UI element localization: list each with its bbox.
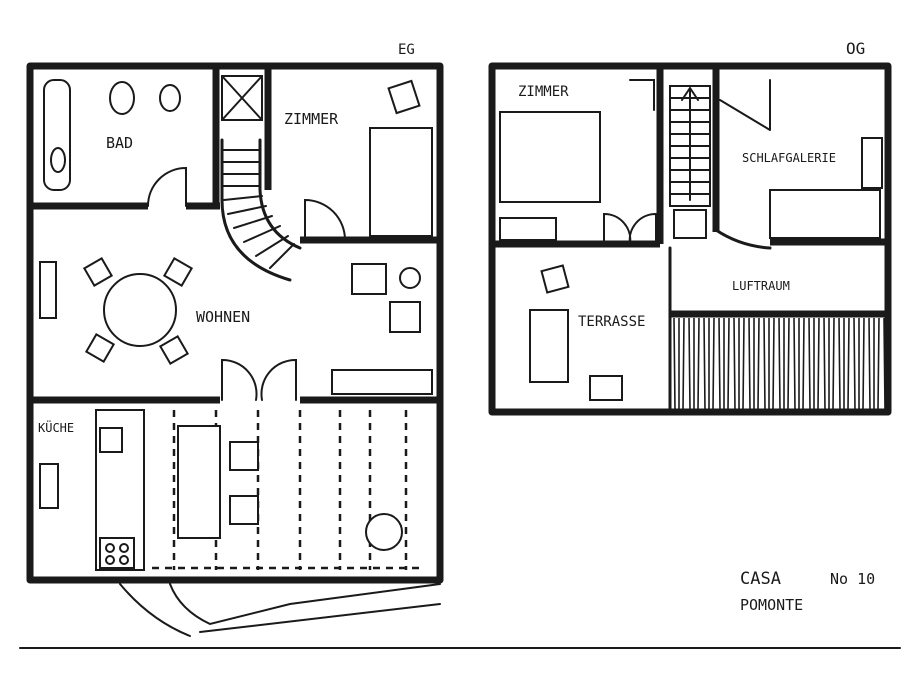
armchair-icon	[351, 263, 387, 295]
caption-number: No 10	[830, 570, 875, 588]
og-cabinet-icon	[861, 137, 883, 189]
fireplace-icon	[331, 369, 433, 395]
sideboard-icon	[39, 261, 57, 319]
hatch-line	[748, 317, 751, 411]
room-label-luftraum: LUFTRAUM	[732, 279, 790, 293]
eg-chair-icon	[387, 79, 421, 115]
room-label-wohnen: WOHNEN	[196, 308, 250, 326]
hatch-line	[703, 317, 706, 411]
hatch-line	[733, 317, 736, 411]
dining-chair-icon	[82, 256, 114, 288]
bidet-icon	[50, 147, 66, 173]
hatch-line	[862, 317, 865, 411]
dining-chair-icon	[158, 334, 190, 366]
hatch-line	[712, 317, 715, 411]
armchair-icon	[389, 301, 421, 333]
og-outer-wall	[488, 62, 892, 416]
dining-chair-icon	[162, 256, 194, 288]
og-galerie-edge	[719, 79, 771, 131]
dining-chair-icon	[84, 332, 116, 364]
room-label-bad: BAD	[106, 134, 133, 152]
luftraum-hatch	[673, 317, 886, 411]
hatch-line	[688, 317, 691, 411]
hatch-line	[757, 317, 760, 411]
outdoor-chair-icon	[229, 495, 259, 525]
terrace-table-icon	[589, 375, 623, 401]
hatch-line	[883, 317, 886, 411]
terrace-chair-icon	[540, 264, 570, 294]
hatch-line	[877, 317, 880, 411]
og-closet-swing	[629, 79, 655, 111]
terrace-door-swing	[221, 358, 297, 401]
hatch-line	[868, 317, 871, 411]
garden-path	[119, 583, 441, 637]
hatch-line	[838, 317, 841, 411]
eg-outer-wall	[26, 62, 444, 584]
caption-name: CASA	[740, 569, 781, 589]
og-galerie-curve	[714, 228, 772, 250]
og-door-swing	[603, 212, 657, 245]
og-bed-icon	[769, 189, 881, 239]
ground-floor-plan	[26, 62, 444, 637]
hatch-line	[817, 317, 820, 411]
bath-tub-shape	[43, 79, 71, 191]
og-straight-stair-icon	[669, 85, 711, 239]
zimmer-door-swing	[304, 198, 346, 241]
hatch-line	[853, 317, 856, 411]
kitchen-sink-icon	[99, 427, 123, 453]
floor-label-og: OG	[846, 39, 865, 58]
bath-door-swing	[147, 166, 187, 207]
terrace-lounger-icon	[529, 309, 569, 383]
sink-icon	[159, 84, 181, 112]
outdoor-round-table-icon	[365, 513, 403, 551]
outdoor-table-icon	[177, 425, 221, 539]
hatch-line	[697, 317, 700, 411]
hatch-line	[808, 317, 811, 411]
upper-floor-plan	[488, 62, 892, 416]
hatch-line	[772, 317, 775, 411]
hatch-line	[727, 317, 730, 411]
room-label-schlafgalerie: SCHLAFGALERIE	[742, 151, 836, 165]
toilet-icon	[109, 81, 135, 115]
side-table-icon	[399, 267, 421, 289]
room-label-kueche: KÜCHE	[38, 419, 74, 435]
outdoor-chair-icon	[229, 441, 259, 471]
spiral-stair-icon	[220, 138, 302, 282]
hatch-line	[718, 317, 721, 411]
hatch-line	[793, 317, 796, 411]
room-label-zimmer-og: ZIMMER	[518, 84, 569, 100]
hatch-line	[763, 317, 766, 411]
hatch-line	[787, 317, 790, 411]
og-desk-icon	[499, 217, 557, 241]
caption-place: POMONTE	[740, 596, 803, 614]
fridge-icon	[39, 463, 59, 509]
hatch-line	[823, 317, 826, 411]
room-label-terrasse: TERRASSE	[578, 314, 645, 330]
floor-label-eg: EG	[398, 42, 415, 58]
og-bed-icon	[499, 111, 601, 203]
hatch-line	[778, 317, 781, 411]
hatch-line	[742, 317, 745, 411]
hatch-line	[847, 317, 850, 411]
dining-table-icon	[103, 273, 177, 347]
hatch-line	[832, 317, 835, 411]
stove-icon	[99, 537, 135, 569]
eg-bed-icon	[369, 127, 433, 237]
hatch-line	[682, 317, 685, 411]
hatch-line	[673, 317, 676, 411]
room-label-zimmer-eg: ZIMMER	[284, 110, 339, 128]
hatch-line	[802, 317, 805, 411]
